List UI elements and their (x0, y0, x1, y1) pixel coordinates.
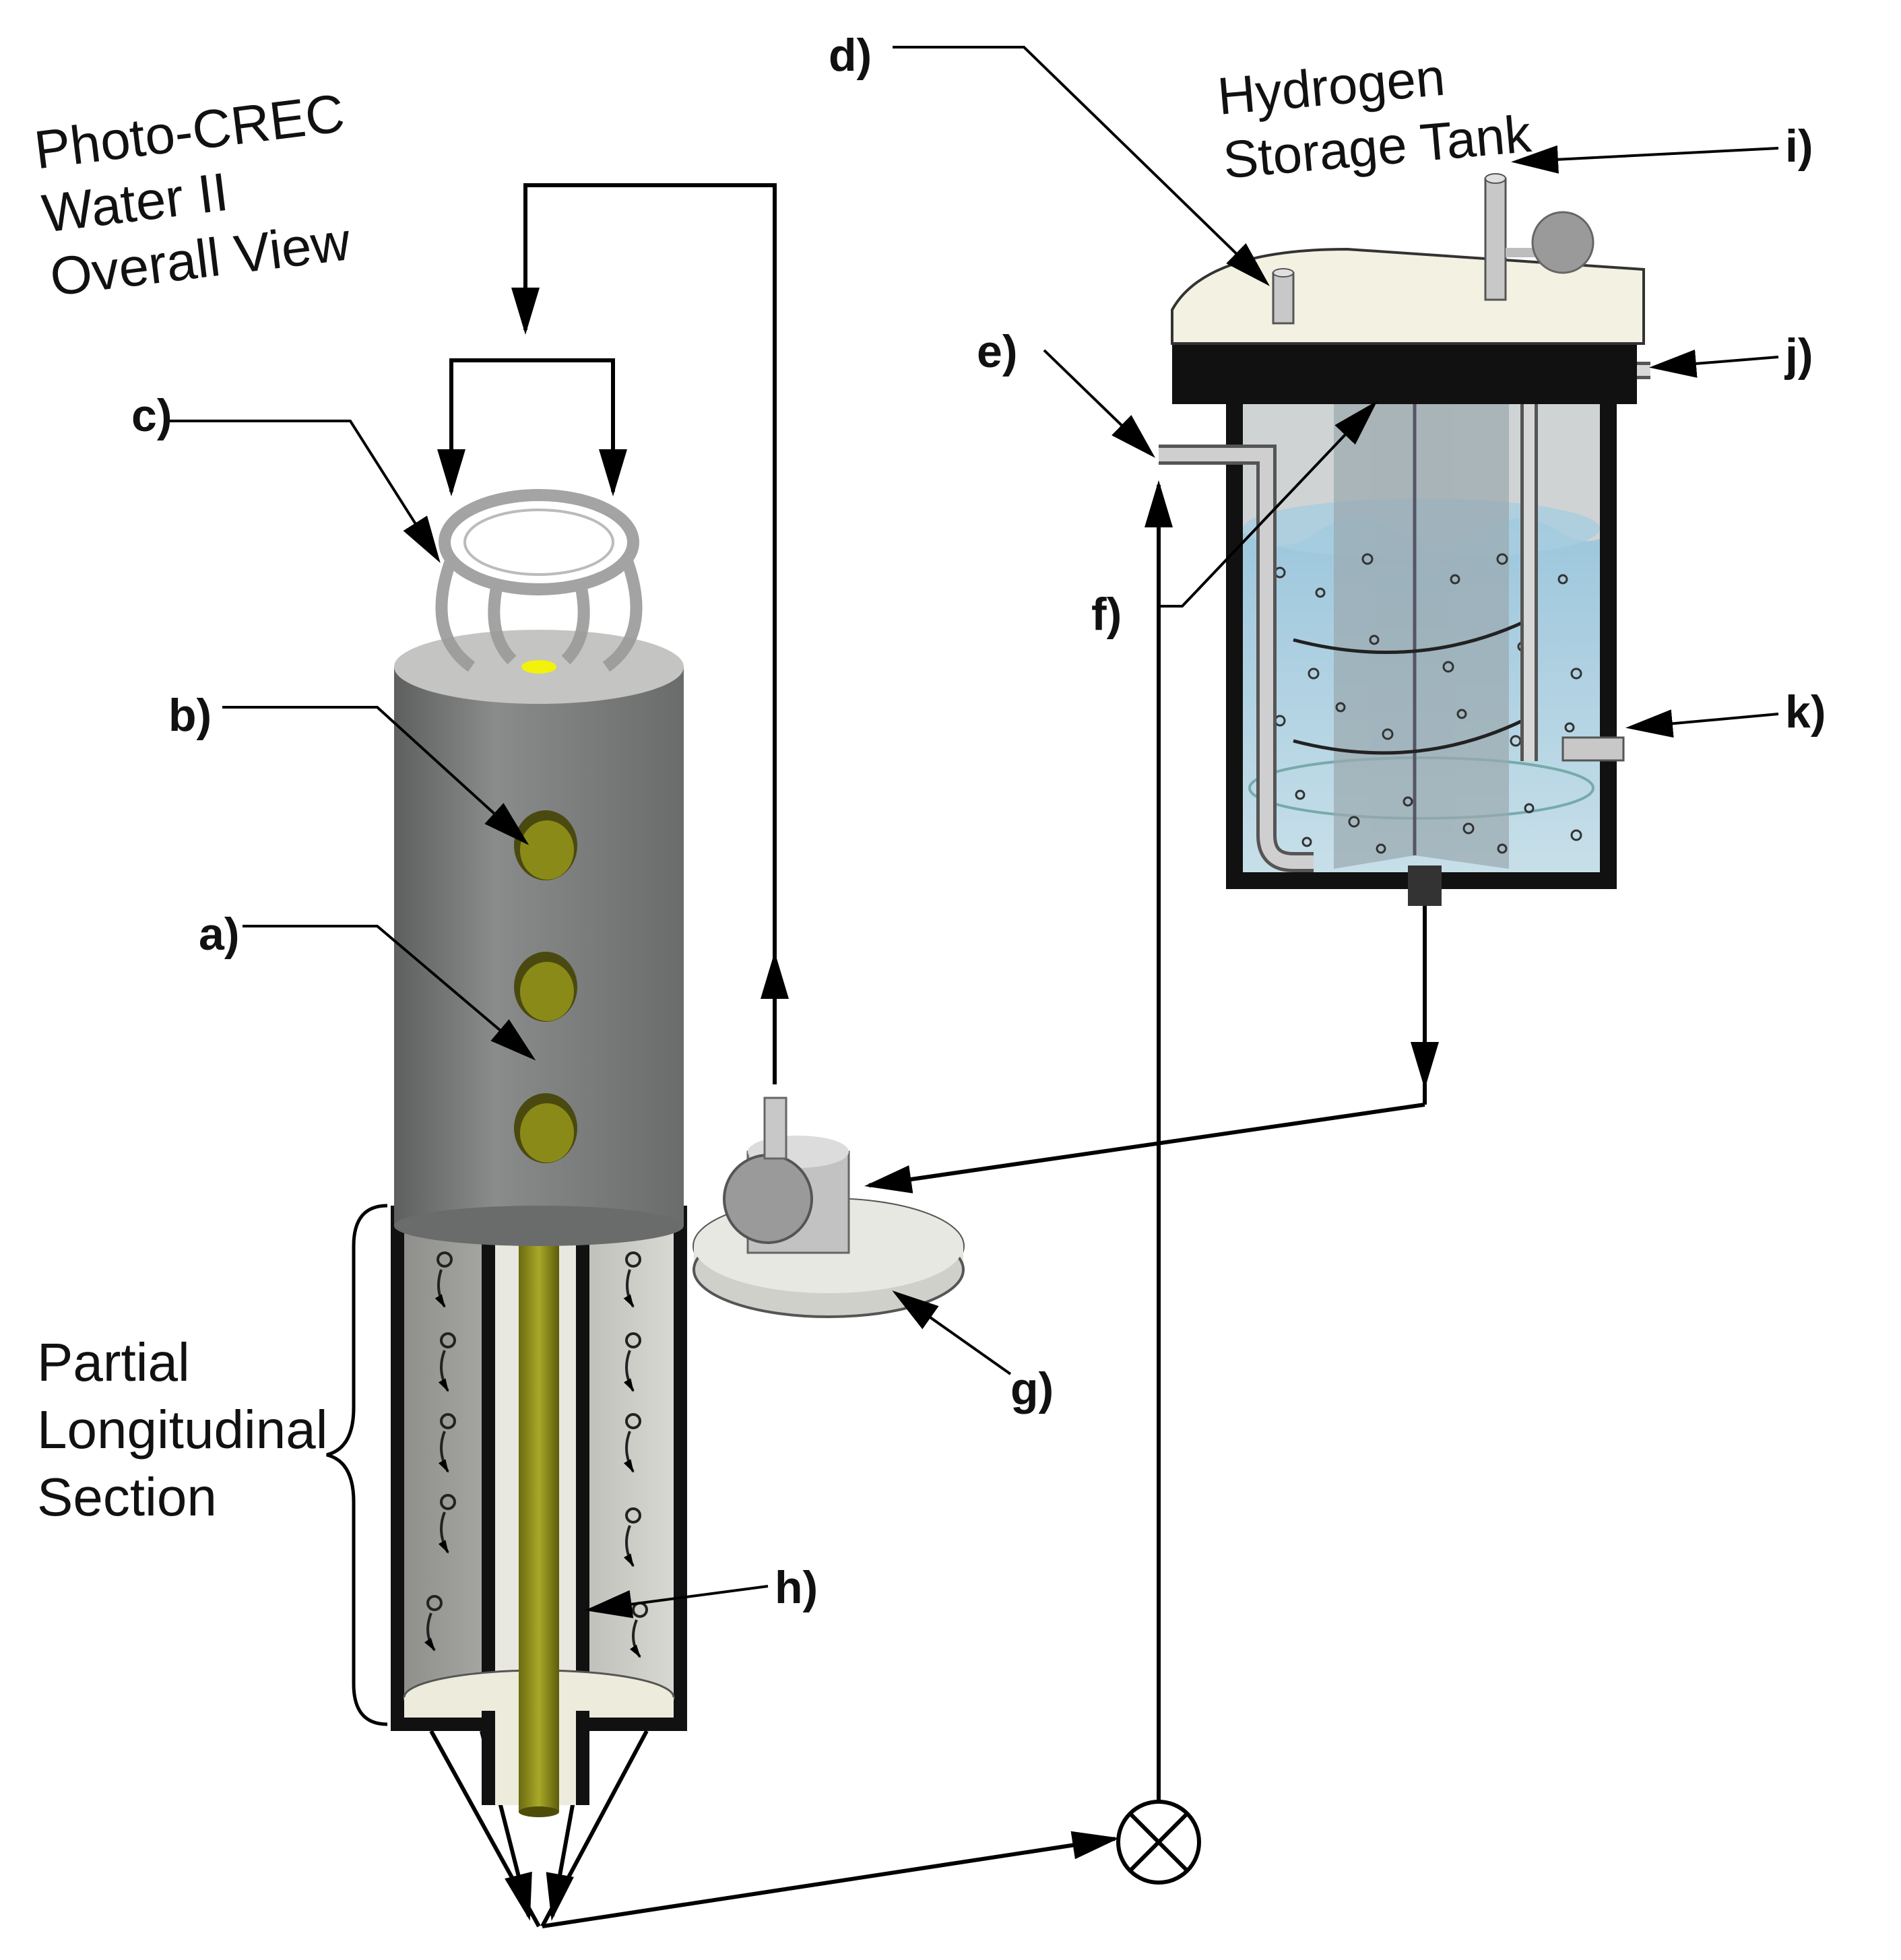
lamp-bracket (435, 489, 643, 672)
label-b: b) (168, 690, 212, 741)
photoreactor (391, 489, 687, 1817)
label-f: f) (1091, 589, 1122, 640)
label-d: d) (829, 30, 872, 81)
section-label-line-1: Partial (37, 1332, 190, 1392)
centrifugal-pump-icon[interactable] (692, 1097, 965, 1318)
label-g: g) (1010, 1363, 1054, 1414)
uv-lamp (519, 1212, 559, 1812)
swirl-arrows (1293, 614, 1537, 755)
label-i: i) (1785, 121, 1813, 172)
to-valve-line (542, 1831, 1120, 1928)
label-e: e) (977, 326, 1017, 377)
hydrogen-storage-tank (1159, 173, 1650, 906)
lamp-glow (521, 660, 556, 674)
section-label-line-3: Section (37, 1467, 217, 1527)
section-brace (326, 1204, 388, 1726)
baffles (1334, 377, 1509, 869)
valve-cross-icon[interactable] (1116, 1800, 1201, 1885)
leader-lines (168, 46, 1779, 1619)
part-labels: a) b) c) d) e) f) g) h) i) j) k) (131, 30, 1826, 1613)
label-k: k) (1785, 686, 1826, 738)
to-pump-line (864, 1103, 1425, 1194)
label-j: j) (1784, 329, 1813, 381)
label-c: c) (131, 390, 172, 441)
tank-title: Hydrogen Storage Tank (1215, 47, 1534, 190)
label-h: h) (775, 1562, 818, 1613)
sampling-windows (514, 810, 577, 1163)
main-title: Photo-CREC Water II Overall View (31, 83, 353, 307)
split-line (449, 358, 615, 485)
section-label: Partial Longitudinal Section (37, 1332, 327, 1527)
label-a: a) (199, 909, 239, 960)
flow-bubbles (424, 1251, 648, 1658)
tank-lid-band (1172, 344, 1637, 404)
section-label-line-2: Longitudinal (37, 1400, 327, 1460)
